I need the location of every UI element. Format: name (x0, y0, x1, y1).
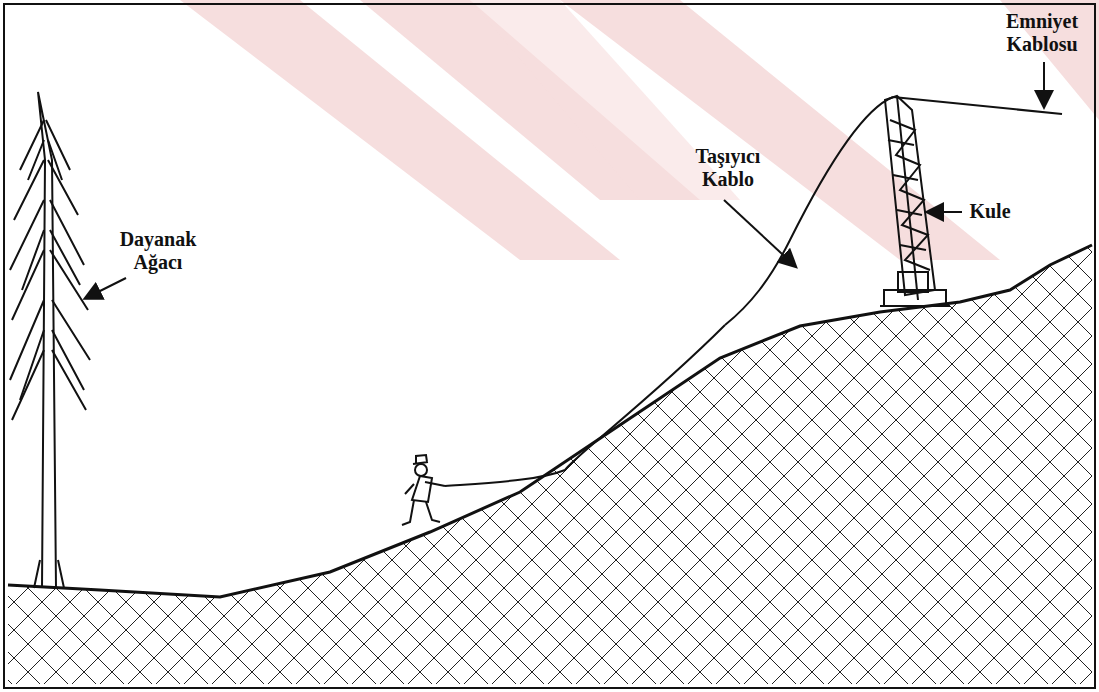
leader-arrows (86, 62, 1044, 298)
worker (402, 455, 445, 525)
safety-cable-label: Emniyet Kablosu (992, 10, 1092, 56)
ground-line (8, 245, 1092, 597)
frame (4, 4, 1095, 688)
tree-label: Dayanak Ağacı (103, 228, 213, 274)
watermark (180, 0, 1099, 260)
ground-hatch (8, 245, 1092, 684)
cable-label: Taşıyıcı Kablo (668, 145, 788, 191)
tower-label: Kule (960, 200, 1020, 223)
anchor-tree (10, 92, 90, 588)
carrying-cable (725, 97, 893, 325)
safety-cable (893, 97, 1062, 114)
tower (880, 96, 950, 306)
carrying-cable-end (445, 325, 725, 486)
